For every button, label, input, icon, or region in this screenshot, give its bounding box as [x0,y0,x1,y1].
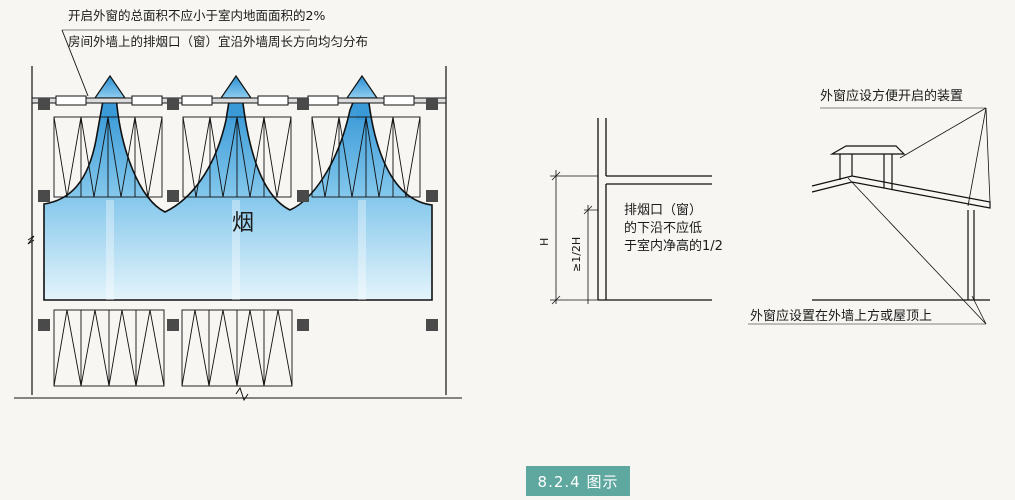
note-line-2: 的下沿不应低 [624,220,702,236]
middle-panel-section [550,118,712,305]
upper-shelving [53,116,421,198]
lower-shelving [53,309,293,387]
note-line-1: 排烟口（窗） [624,202,702,218]
dimension-half-h: ≥1/2H [570,237,583,272]
note-line-3: 于室内净高的1/2 [624,238,723,254]
note-distribution: 房间外墙上的排烟口（窗）宜沿外墙周长方向均匀分布 [68,34,368,49]
right-panel-roof [748,107,991,325]
left-panel-plan: 开启外窗的总面积不应小于室内地面面积的2% 房间外墙上的排烟口（窗）宜沿外墙周长… [14,8,462,402]
dimension-h: H [538,238,551,246]
note-window-placement: 外窗应设置在外墙上方或屋顶上 [750,308,932,324]
note-openable-device: 外窗应设方便开启的装置 [820,88,963,104]
figure-caption: 8.2.4 图示 [526,466,630,496]
note-window-area: 开启外窗的总面积不应小于室内地面面积的2% [68,8,325,23]
smoke-label: 烟 [232,211,254,236]
structural-columns [38,98,438,331]
exterior-wall-windows [31,95,447,106]
